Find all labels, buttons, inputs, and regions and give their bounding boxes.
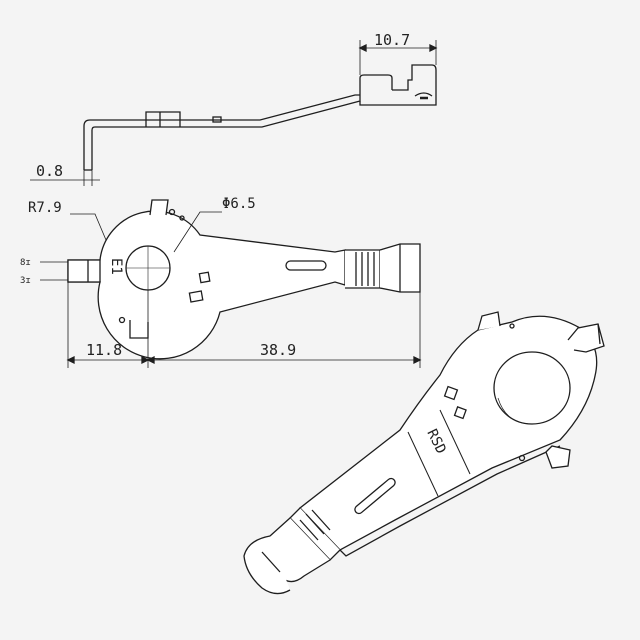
dim-phi-6-5-label: Φ6.5: [222, 196, 256, 212]
iso-view-dot-1: [518, 454, 526, 462]
side-view-crimp-2: [359, 64, 437, 106]
dim-r7-9-leader: [70, 213, 107, 241]
iso-view: [243, 311, 605, 595]
plan-view-square-1: [198, 271, 211, 284]
dim-left-small-a-label: 8ɪ: [20, 258, 31, 268]
iso-view-tab-right-line: [597, 323, 601, 345]
side-view-rivet: [212, 116, 222, 123]
iso-view-barrel-rib-2: [305, 513, 325, 535]
dim-length-arrows: [66, 355, 422, 365]
iso-view-band-right: [439, 409, 471, 475]
side-view-body-top: [150, 94, 360, 121]
side-view-crimp-1: [359, 74, 393, 95]
dim-11-8-label: 11.8: [86, 341, 122, 359]
plan-view-slot: [285, 260, 327, 271]
dim-10-7-arrows: [358, 43, 438, 53]
side-view-tab-outer: [83, 119, 150, 170]
plan-view-top-tab: [149, 199, 169, 216]
plan-view-bottom-tab: [129, 320, 149, 339]
dim-38-9-label: 38.9: [260, 341, 296, 359]
iso-view-slot: [354, 477, 396, 515]
plan-view: [40, 199, 422, 368]
plan-view-top-dot: [168, 208, 176, 216]
iso-view-barrel-seam: [261, 551, 281, 573]
iso-view-thickness-edge: [339, 445, 561, 557]
side-view-body-bottom: [150, 95, 361, 128]
plan-view-part-mark: E1: [108, 258, 124, 275]
iso-view-band-left: [407, 431, 439, 497]
plan-view-top-dot-2: [179, 215, 185, 221]
dim-phi-6-5-leader: [173, 211, 222, 253]
dim-0-8-label: 0.8: [36, 162, 63, 180]
plan-view-left-tab: [67, 259, 101, 283]
iso-view-tab-top: [477, 311, 501, 331]
iso-view-square-1: [443, 385, 459, 401]
iso-view-tab-bottom: [545, 445, 571, 469]
iso-view-square-2: [453, 406, 467, 420]
iso-view-barrel-rib-1: [299, 519, 319, 541]
side-view-tab-inner: [91, 126, 150, 170]
dim-r7-9-label: R7.9: [28, 200, 62, 216]
dim-left-small-b-label: 3ɪ: [20, 276, 31, 286]
plan-view-bottom-dot: [118, 316, 126, 324]
side-view: [30, 40, 438, 186]
plan-view-square-2: [188, 290, 204, 303]
iso-view-tab-right: [567, 323, 605, 353]
iso-view-dot-2: [509, 323, 515, 329]
iso-view-barrel-rib-3: [311, 509, 331, 531]
dim-10-7-label: 10.7: [374, 31, 410, 49]
iso-view-barrel-end: [243, 535, 291, 595]
side-view-crimp-curl: [414, 92, 433, 97]
iso-view-hole-shade: [497, 397, 533, 425]
